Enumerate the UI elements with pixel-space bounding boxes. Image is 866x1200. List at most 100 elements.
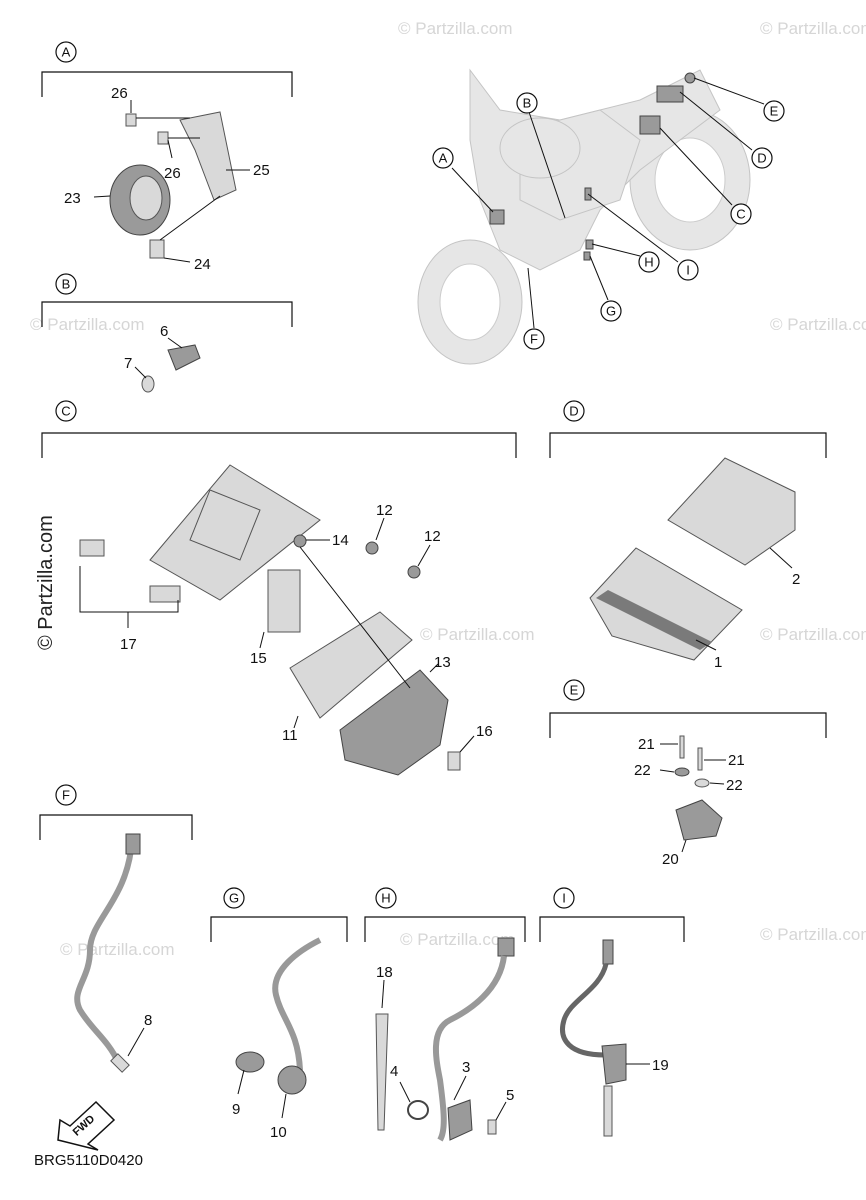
part-12-bolt (365, 541, 379, 555)
section-B: B 6 7 (41, 273, 293, 393)
part-label-23: 23 (64, 190, 81, 207)
part-5-bolt (487, 1119, 497, 1135)
part-21-screw (679, 735, 685, 759)
bike-callout-E: E (763, 100, 785, 122)
part-label-13: 13 (434, 654, 451, 671)
section-E: E 21 21 22 22 20 (549, 679, 827, 868)
part-label-12b: 12 (424, 528, 441, 545)
part-17-clip (79, 539, 105, 557)
part-1-ecu (589, 547, 743, 661)
part-label-18: 18 (376, 964, 393, 981)
part-label-21b: 21 (728, 752, 745, 769)
part-label-1: 1 (714, 654, 722, 671)
watermark: © Partzilla.com (760, 19, 866, 38)
watermark: © Partzilla.com (760, 625, 866, 644)
part-20-sensor (675, 799, 723, 841)
part-21-screw (697, 747, 703, 771)
bike-part-g (583, 251, 591, 261)
part-4-o-ring (407, 1100, 429, 1120)
part-label-26: 26 (111, 85, 128, 102)
watermark: © Partzilla.com (760, 925, 866, 944)
part-24-bolt (149, 239, 165, 259)
section-C: C 17 15 11 13 14 12 12 16 (41, 400, 517, 776)
part-19-cable (560, 963, 609, 1058)
part-label-12: 12 (376, 502, 393, 519)
part-15-relay (267, 569, 301, 633)
bike-callout-H: H (638, 251, 660, 273)
part-12-bolt (407, 565, 421, 579)
section-label-F: F (62, 788, 70, 803)
side-watermark: © Partzilla.com (35, 515, 57, 650)
part-label-22b: 22 (726, 777, 743, 794)
section-label-H: H (381, 891, 390, 906)
section-label-C: C (61, 404, 70, 419)
part-label-4: 4 (390, 1063, 398, 1080)
bike-callout-A: A (432, 147, 454, 169)
part-label-25: 25 (253, 162, 270, 179)
section-F: F 8 (39, 784, 193, 1073)
part-label-16: 16 (476, 723, 493, 740)
watermark: © Partzilla.com (400, 930, 515, 949)
part-label-14: 14 (332, 532, 349, 549)
part-label-11: 11 (282, 727, 298, 744)
part-22-washer (694, 778, 710, 788)
part-label-22: 22 (634, 762, 651, 779)
part-9-switch (235, 1051, 265, 1073)
section-D: D 2 1 (549, 400, 827, 671)
part-label-17: 17 (120, 636, 137, 653)
part-label-6: 6 (160, 323, 168, 340)
part-3-cable (432, 955, 507, 1142)
part-22-washer (674, 767, 690, 777)
section-label-I: I (562, 891, 566, 906)
section-label-E: E (570, 683, 579, 698)
section-label-G: G (229, 891, 239, 906)
part-label-21: 21 (638, 736, 655, 753)
part-3-connector (497, 937, 515, 957)
bike-callout-C: C (730, 203, 752, 225)
bike-callout-G: G (600, 300, 622, 322)
part-18-band (375, 1013, 389, 1131)
bike-part-d (656, 85, 684, 103)
part-19-probe (603, 1085, 613, 1137)
svg-text:H: H (644, 255, 653, 270)
part-label-8: 8 (144, 1012, 152, 1029)
section-label-A: A (62, 45, 71, 60)
part-label-26b: 26 (164, 165, 181, 182)
part-label-5: 5 (506, 1087, 514, 1104)
bike-callout-F: F (523, 328, 545, 350)
section-G: G 9 10 (210, 887, 348, 1141)
watermark: © Partzilla.com (30, 315, 145, 334)
part-14-nut (293, 534, 307, 548)
part-17-clip (149, 585, 181, 603)
bike-callout-D: D (751, 147, 773, 169)
part-7-gasket (141, 375, 155, 393)
bike-part-a (489, 209, 505, 225)
part-8-cable (74, 839, 135, 1064)
part-2-bracket (667, 457, 796, 566)
part-6-sensor (167, 344, 201, 371)
svg-text:E: E (770, 104, 779, 119)
part-label-19: 19 (652, 1057, 669, 1074)
watermark: © Partzilla.com (420, 625, 535, 644)
section-A: A 26 26 25 23 24 (41, 41, 293, 273)
bike-callout-leaders (451, 77, 765, 329)
part-label-9: 9 (232, 1101, 240, 1118)
watermark: © Partzilla.com (398, 19, 513, 38)
part-8-sensor (110, 1053, 130, 1073)
bike-part-e (684, 72, 696, 84)
part-13-regulator (339, 669, 449, 776)
svg-text:G: G (606, 304, 616, 319)
part-label-3: 3 (462, 1059, 470, 1076)
part-26-screw (125, 113, 137, 127)
part-3-sensor (447, 1099, 473, 1141)
svg-text:I: I (686, 263, 690, 278)
svg-text:B: B (523, 96, 532, 111)
part-10-cable (272, 937, 322, 1071)
part-label-15: 15 (250, 650, 267, 667)
part-label-20: 20 (662, 851, 679, 868)
svg-text:D: D (757, 151, 766, 166)
section-I: I 19 (539, 887, 685, 1137)
svg-text:F: F (530, 332, 538, 347)
part-10-switch (277, 1065, 307, 1095)
